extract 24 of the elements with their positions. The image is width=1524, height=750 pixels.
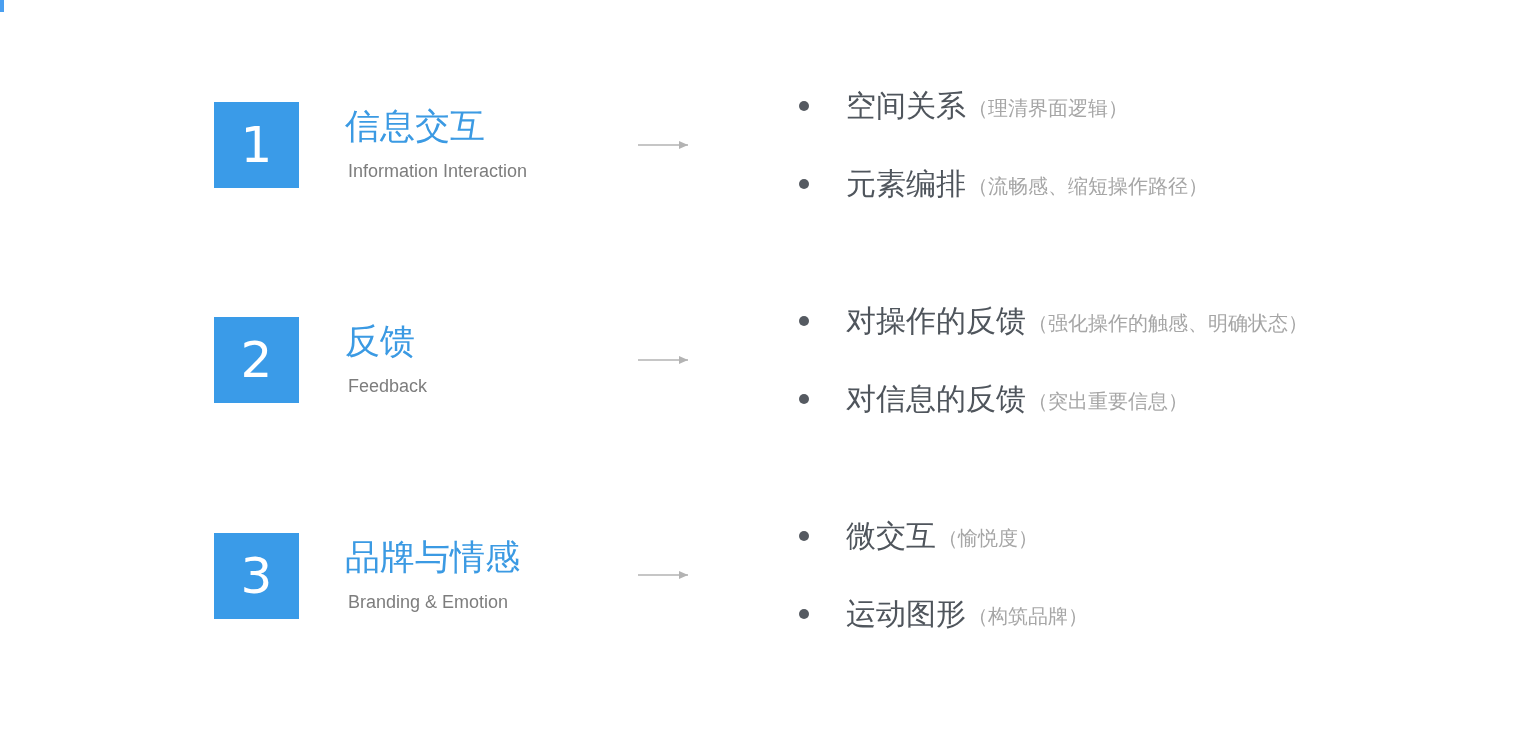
- section-heading: 信息交互: [345, 106, 485, 146]
- list-item-text: 对信息的反馈: [846, 380, 1026, 418]
- section-subtitle: Information Interaction: [348, 160, 528, 182]
- note-text: （流畅感、缩短操作路径）: [968, 173, 1208, 200]
- number-box: [214, 317, 299, 403]
- note-text: （强化操作的触感、明确状态）: [1028, 310, 1308, 337]
- section-subtitle: Feedback: [348, 375, 428, 397]
- section-heading: 品牌与情感: [345, 537, 520, 577]
- section-heading: 反馈: [345, 321, 415, 361]
- list-item-text: 元素编排: [846, 165, 966, 203]
- note-text: （理清界面逻辑）: [968, 95, 1128, 122]
- step-number: 2: [240, 335, 273, 385]
- step-number: 1: [240, 120, 273, 170]
- list-item-text: 空间关系: [846, 87, 966, 125]
- list-item-text: 运动图形: [846, 595, 966, 633]
- note-text: （构筑品牌）: [968, 603, 1088, 630]
- number-box: [214, 533, 299, 619]
- list-item-text: 微交互: [846, 517, 936, 555]
- section-subtitle: Branding & Emotion: [348, 591, 509, 613]
- note-text: （愉悦度）: [938, 525, 1038, 552]
- note-text: （突出重要信息）: [1028, 388, 1188, 415]
- number-box: [214, 102, 299, 188]
- list-item-text: 对操作的反馈: [846, 302, 1026, 340]
- step-number: 3: [240, 551, 273, 601]
